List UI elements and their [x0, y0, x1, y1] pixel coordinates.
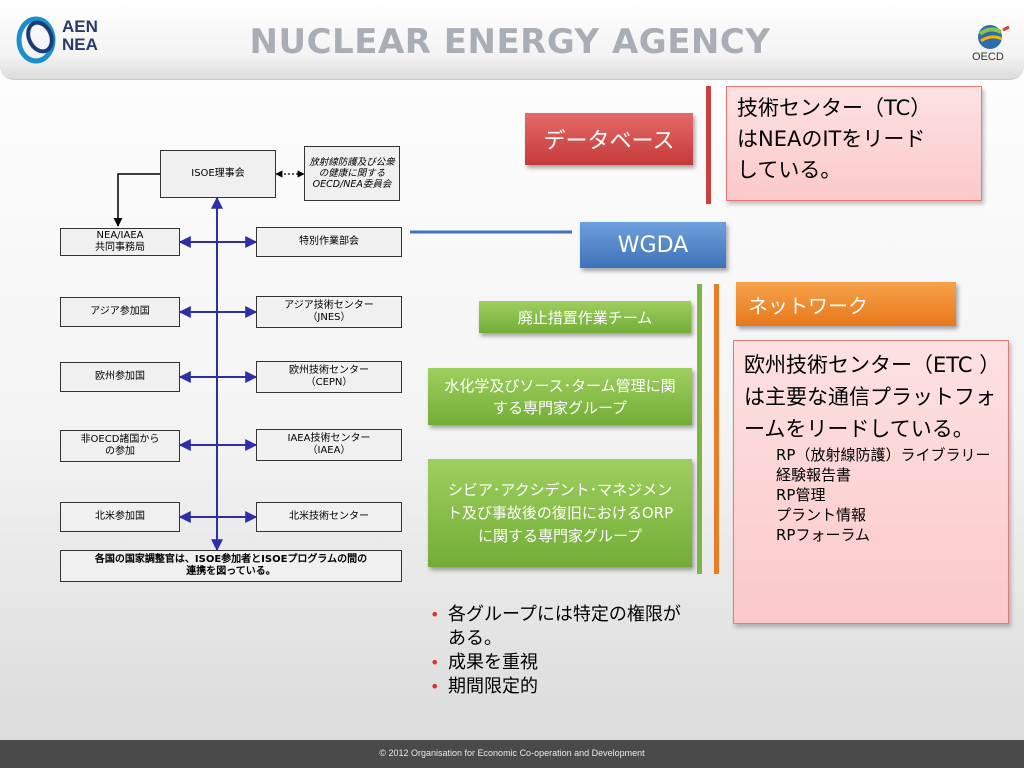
red-divider	[706, 86, 711, 204]
bullet-item: 成果を重視	[428, 651, 688, 675]
nea-logo-text: AEN NEA	[62, 18, 98, 54]
right-box-label: IAEA技術センター （IAEA）	[287, 433, 371, 456]
group-water-chemistry: 水化学及びソース･ターム管理に関する専門家グループ	[428, 368, 692, 425]
left-box-3: 欧州参加国	[60, 362, 180, 392]
left-box-label: 非OECD諸国から の参加	[80, 434, 160, 457]
group-severe-accident: シビア･アクシデント･マネジメント及び事故後の復旧におけるORPに関する専門家グ…	[428, 459, 692, 567]
right-box-label: 特別作業部会	[299, 236, 359, 247]
header-bar	[0, 0, 1024, 80]
tc-note-text: 技術センター（TC） はNEAのITをリード している。	[737, 96, 932, 182]
left-box-label: 欧州参加国	[95, 371, 145, 382]
left-box-label: アジア参加国	[90, 306, 150, 317]
group-label: 水化学及びソース･ターム管理に関する専門家グループ	[444, 376, 676, 417]
committee-box: 放射線防護及び公衆の健康に関するOECD/NEA委員会	[304, 146, 400, 201]
right-box-label: 欧州技術センター （CEPN）	[289, 365, 369, 388]
right-box-2: アジア技術センター （JNES）	[256, 296, 402, 328]
bullet-items: 各グループには特定の権限がある。 成果を重視 期間限定的	[428, 603, 688, 699]
oecd-logo	[975, 22, 1011, 52]
nea-logo	[14, 10, 64, 68]
oecd-globe-icon	[978, 25, 1010, 49]
right-box-4: IAEA技術センター （IAEA）	[256, 429, 402, 461]
right-box-5: 北米技術センター	[256, 502, 402, 532]
left-box-label: NEA/IAEA 共同事務局	[95, 230, 145, 253]
elbow-arrow	[113, 173, 160, 227]
green-divider	[697, 284, 702, 574]
etc-item: 経験報告書	[776, 466, 852, 484]
etc-item: プラント情報	[776, 506, 867, 524]
tc-note: 技術センター（TC） はNEAのITをリード している。	[726, 86, 982, 201]
etc-item: RPフォーラム	[776, 526, 871, 544]
right-box-label: 北米技術センター	[289, 511, 369, 522]
coordinator-box: 各国の国家調整官は、ISOE参加者とISOEプログラムの間の 連携を図っている。	[60, 550, 402, 582]
right-box-3: 欧州技術センター （CEPN）	[256, 361, 402, 393]
right-box-label: アジア技術センター （JNES）	[284, 300, 374, 323]
etc-item: RP管理	[776, 486, 826, 504]
orange-divider	[714, 284, 719, 574]
network-label-text: ネットワーク	[748, 293, 868, 318]
logo-line-aen: AEN	[62, 17, 98, 36]
left-box-4: 非OECD諸国から の参加	[60, 430, 180, 462]
etc-note: 欧州技術センター（ETC ）は主要な通信プラットフォームをリードしている。 RP…	[733, 340, 1009, 624]
bullet-item: 期間限定的	[428, 675, 688, 699]
wgda-label: WGDA	[580, 222, 726, 268]
etc-note-heading: 欧州技術センター（ETC ）は主要な通信プラットフォームをリードしている。	[744, 353, 996, 441]
network-label: ネットワーク	[736, 282, 956, 326]
bullet-list: 各グループには特定の権限がある。 成果を重視 期間限定的	[428, 603, 688, 699]
group-label: 廃止措置作業チーム	[517, 308, 653, 327]
database-label-text: データベース	[543, 129, 675, 154]
left-box-5: 北米参加国	[60, 502, 180, 532]
etc-note-list: RP（放射線防護）ライブラリー 経験報告書 RP管理 プラント情報 RPフォーラ…	[744, 445, 998, 545]
etc-item: RP（放射線防護）ライブラリー	[776, 446, 991, 464]
nea-logo-icon	[16, 16, 56, 64]
left-box-2: アジア参加国	[60, 297, 180, 327]
bullet-item: 各グループには特定の権限がある。	[428, 603, 688, 651]
footer-bar	[0, 740, 1024, 768]
logo-line-nea: NEA	[62, 35, 98, 54]
database-label: データベース	[525, 113, 693, 165]
committee-box-text: 放射線防護及び公衆の健康に関するOECD/NEA委員会	[309, 157, 395, 190]
isoe-board-box: ISOE理事会	[160, 150, 276, 198]
right-box-1: 特別作業部会	[256, 227, 402, 257]
group-label: シビア･アクシデント･マネジメント及び事故後の復旧におけるORPに関する専門家グ…	[446, 480, 674, 545]
oecd-text: OECD	[972, 51, 1004, 63]
left-box-1: NEA/IAEA 共同事務局	[60, 228, 180, 256]
left-box-label: 北米参加国	[95, 511, 145, 522]
wgda-label-text: WGDA	[617, 232, 689, 258]
page-title: NUCLEAR ENERGY AGENCY	[249, 22, 771, 62]
coordinator-box-text: 各国の国家調整官は、ISOE参加者とISOEプログラムの間の 連携を図っている。	[94, 554, 368, 577]
footer-copyright: © 2012 Organisation for Economic Co-oper…	[379, 748, 645, 758]
group-decommissioning: 廃止措置作業チーム	[479, 301, 691, 333]
